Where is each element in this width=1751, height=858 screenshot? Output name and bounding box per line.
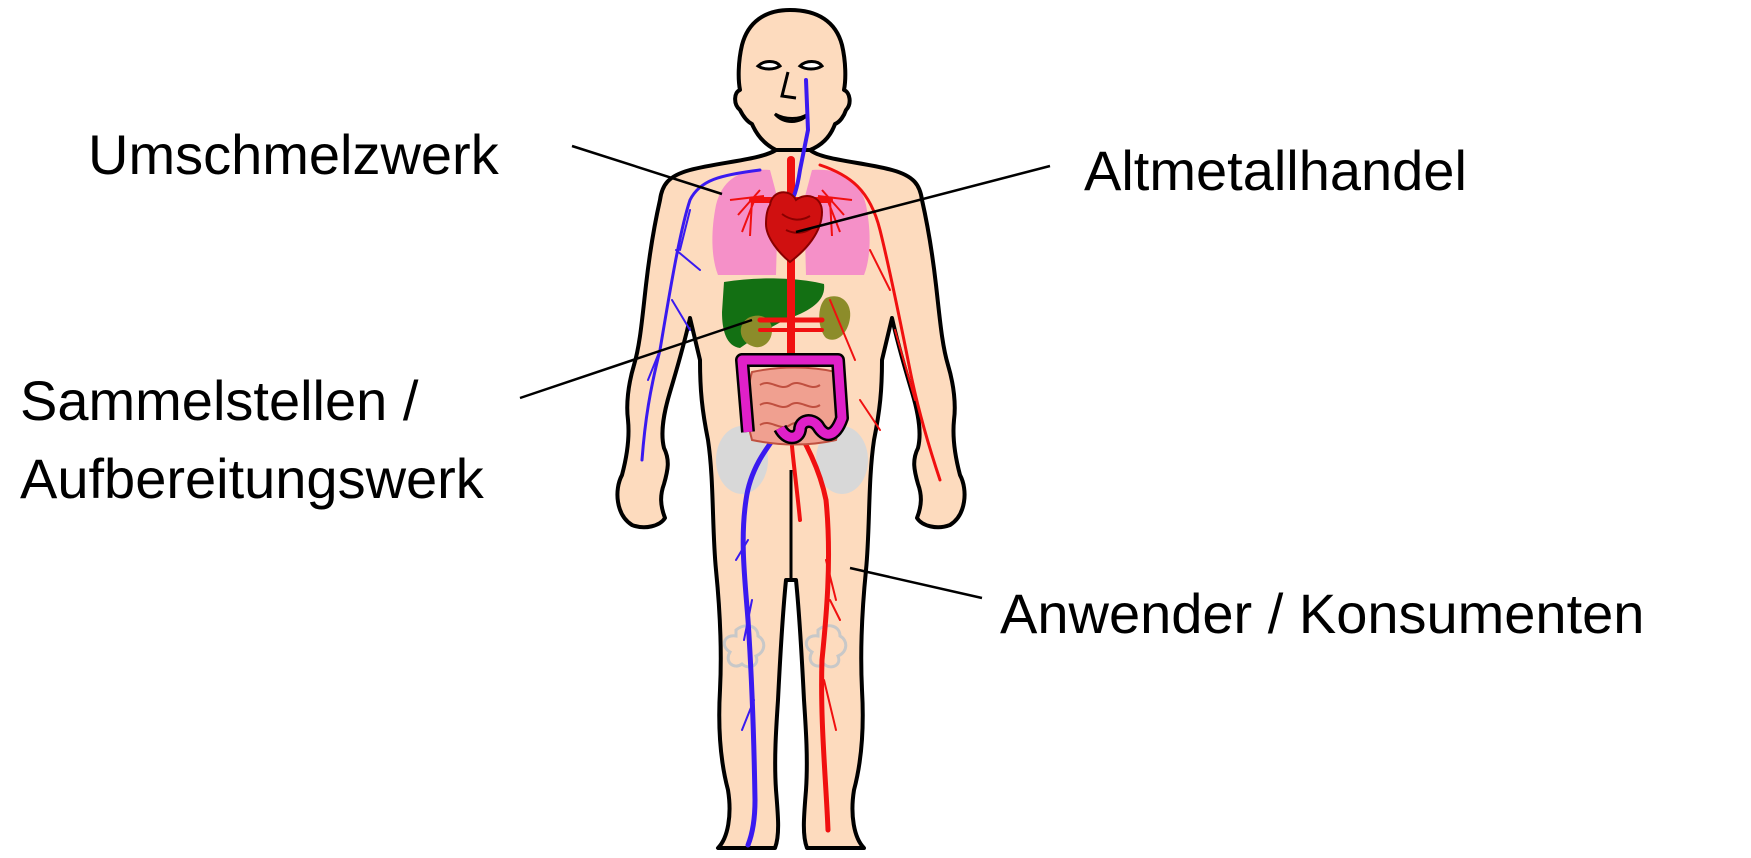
label-umschmelzwerk: Umschmelzwerk [88,123,500,186]
head [735,10,850,160]
label-sammelstellen-line2: Aufbereitungswerk [20,447,485,510]
left-eye [758,62,780,70]
leader-anwender [850,568,982,598]
right-eye [800,62,822,70]
label-anwender: Anwender / Konsumenten [1000,582,1644,645]
label-sammelstellen-line1: Sammelstellen / [20,369,419,432]
label-altmetallhandel: Altmetallhandel [1084,139,1467,202]
body-figure [617,10,964,848]
